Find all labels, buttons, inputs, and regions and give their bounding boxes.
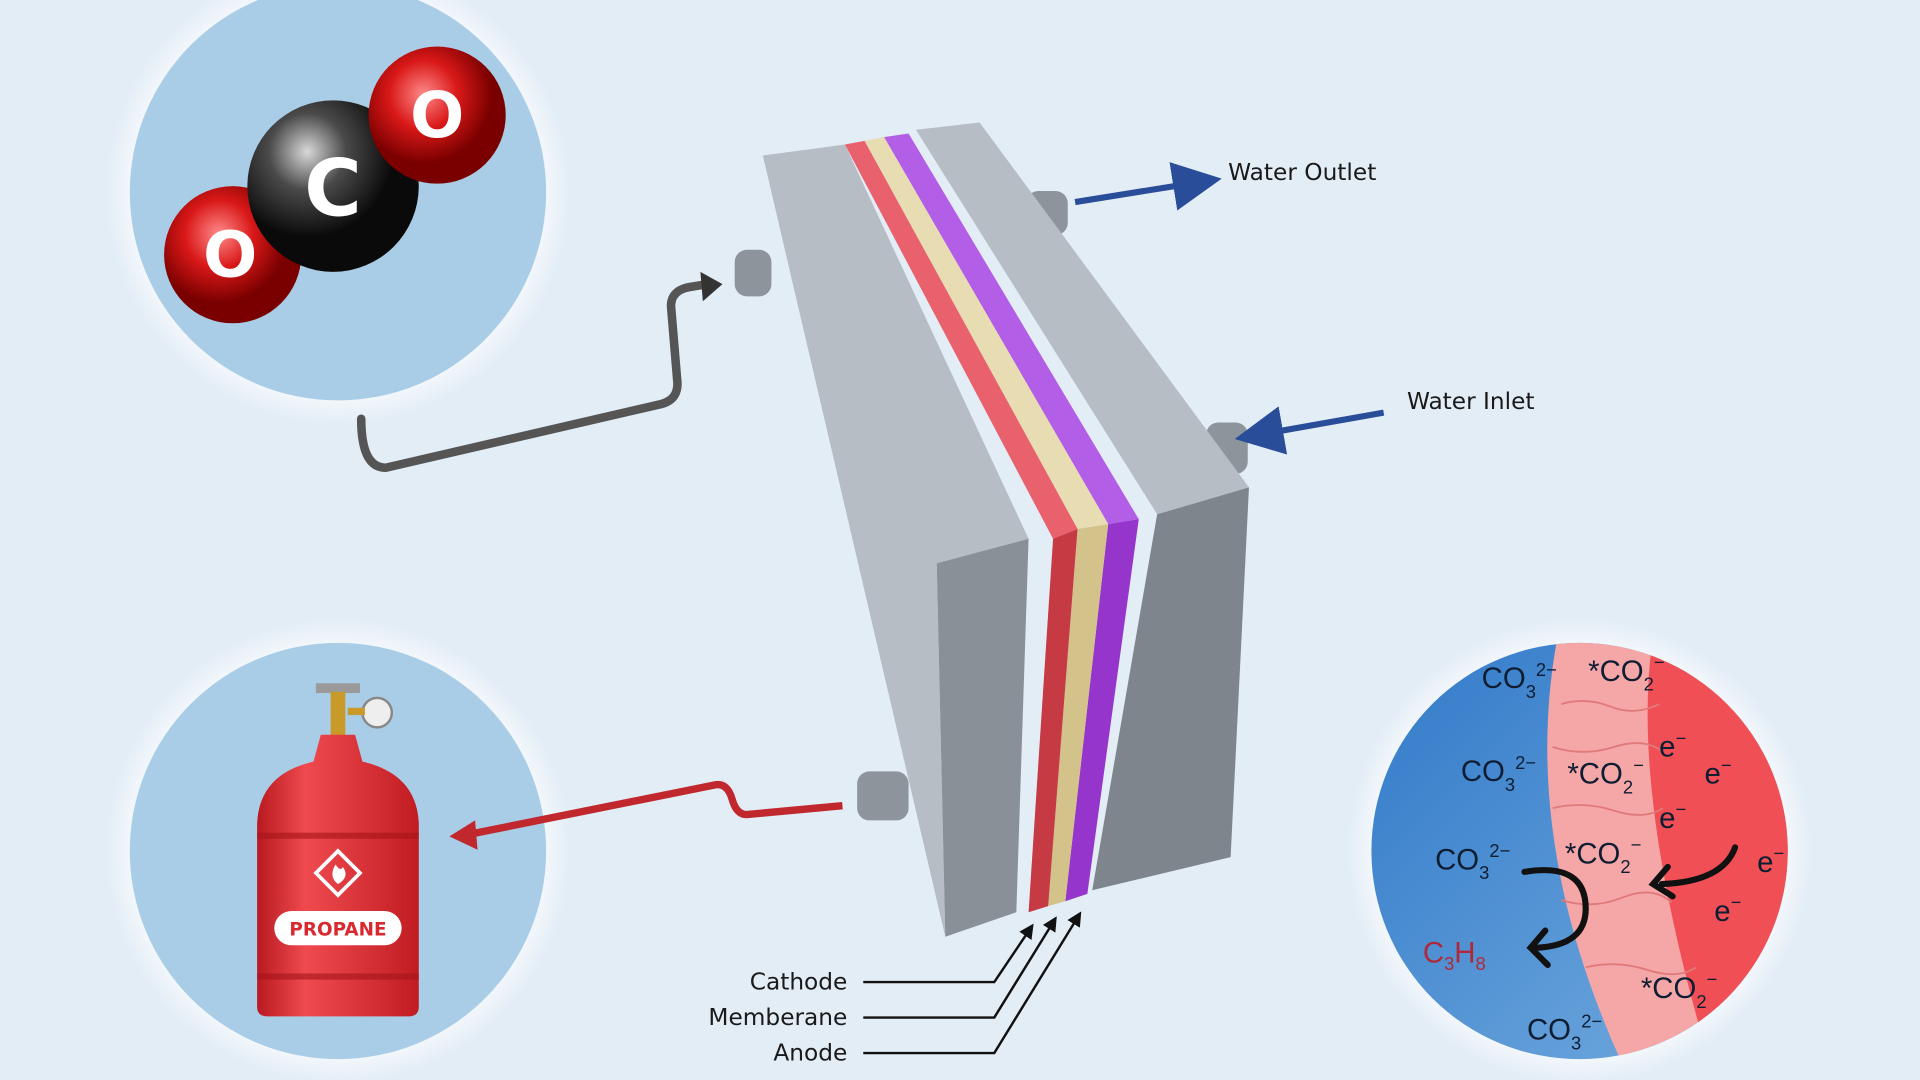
svg-text:e−: e− [1659, 799, 1686, 835]
anode-layer-front [1065, 519, 1139, 902]
svg-text:e−: e− [1659, 727, 1686, 763]
electrons: e− e− e− e− e− [1659, 727, 1784, 927]
left-end-plate-side [762, 144, 1029, 937]
svg-text:*CO2−: *CO2− [1565, 834, 1641, 877]
water-outlet-arrow [1074, 162, 1222, 211]
svg-text:CO32−: CO32− [1527, 1010, 1602, 1053]
membrane-layer-front [1048, 524, 1109, 907]
reaction-detail-panel: CO32− CO32− CO32− CO32− *CO2− *CO2− *CO2… [1347, 618, 1813, 1080]
right-end-plate-front [1092, 487, 1249, 891]
reduction-arrow-icon [1521, 867, 1589, 951]
propane-tank-icon: PROPANE [257, 683, 419, 1017]
svg-text:O: O [410, 79, 464, 153]
carbonate-ions: CO32− CO32− CO32− CO32− [1435, 659, 1602, 1053]
right-end-plate-side [915, 122, 1249, 515]
svg-text:C: C [304, 144, 362, 235]
membrane-label: Memberane [708, 1004, 847, 1031]
membrane-layer-side [864, 137, 1109, 529]
propane-panel: PROPANE [105, 618, 571, 1080]
co2-inlet-pipe-arrowhead [700, 271, 723, 302]
svg-text:e−: e− [1714, 892, 1741, 928]
svg-text:PROPANE: PROPANE [289, 920, 386, 941]
svg-text:CO32−: CO32− [1482, 659, 1557, 702]
water-inlet-arrow [1234, 406, 1385, 455]
water-inlet-label: Water Inlet [1407, 388, 1535, 415]
water-outlet-label: Water Outlet [1228, 159, 1376, 186]
fuel-cell-stack [762, 122, 1249, 937]
left-end-plate-front [936, 538, 1029, 937]
svg-text:O: O [203, 219, 257, 293]
svg-text:*CO2−: *CO2− [1567, 754, 1643, 797]
propane-product: C3H8 [1423, 936, 1486, 973]
propane-outlet-arrowhead [449, 820, 478, 850]
svg-text:*CO2−: *CO2− [1588, 652, 1664, 695]
layer-callouts [863, 911, 1082, 1055]
anode-layer-side [884, 133, 1139, 525]
svg-text:CO32−: CO32− [1435, 840, 1510, 883]
anode-label: Anode [773, 1039, 847, 1066]
cathode-label: Cathode [750, 968, 848, 995]
cathode-layer-side [844, 140, 1078, 539]
propane-outlet-pipe [470, 780, 843, 838]
oxygen-atom-right: O [368, 46, 506, 184]
svg-text:CO32−: CO32− [1461, 752, 1536, 795]
svg-text:e−: e− [1757, 843, 1784, 879]
svg-text:e−: e− [1704, 754, 1731, 790]
cathode-layer-front [1028, 528, 1078, 913]
adsorbed-co2: *CO2− *CO2− *CO2− *CO2− [1565, 652, 1717, 1012]
svg-text:*CO2−: *CO2− [1641, 969, 1717, 1012]
co2-inlet-pipe [356, 279, 713, 473]
co2-molecule-panel: O C O [105, 0, 571, 425]
electron-flow-arrow-icon [1658, 844, 1739, 888]
